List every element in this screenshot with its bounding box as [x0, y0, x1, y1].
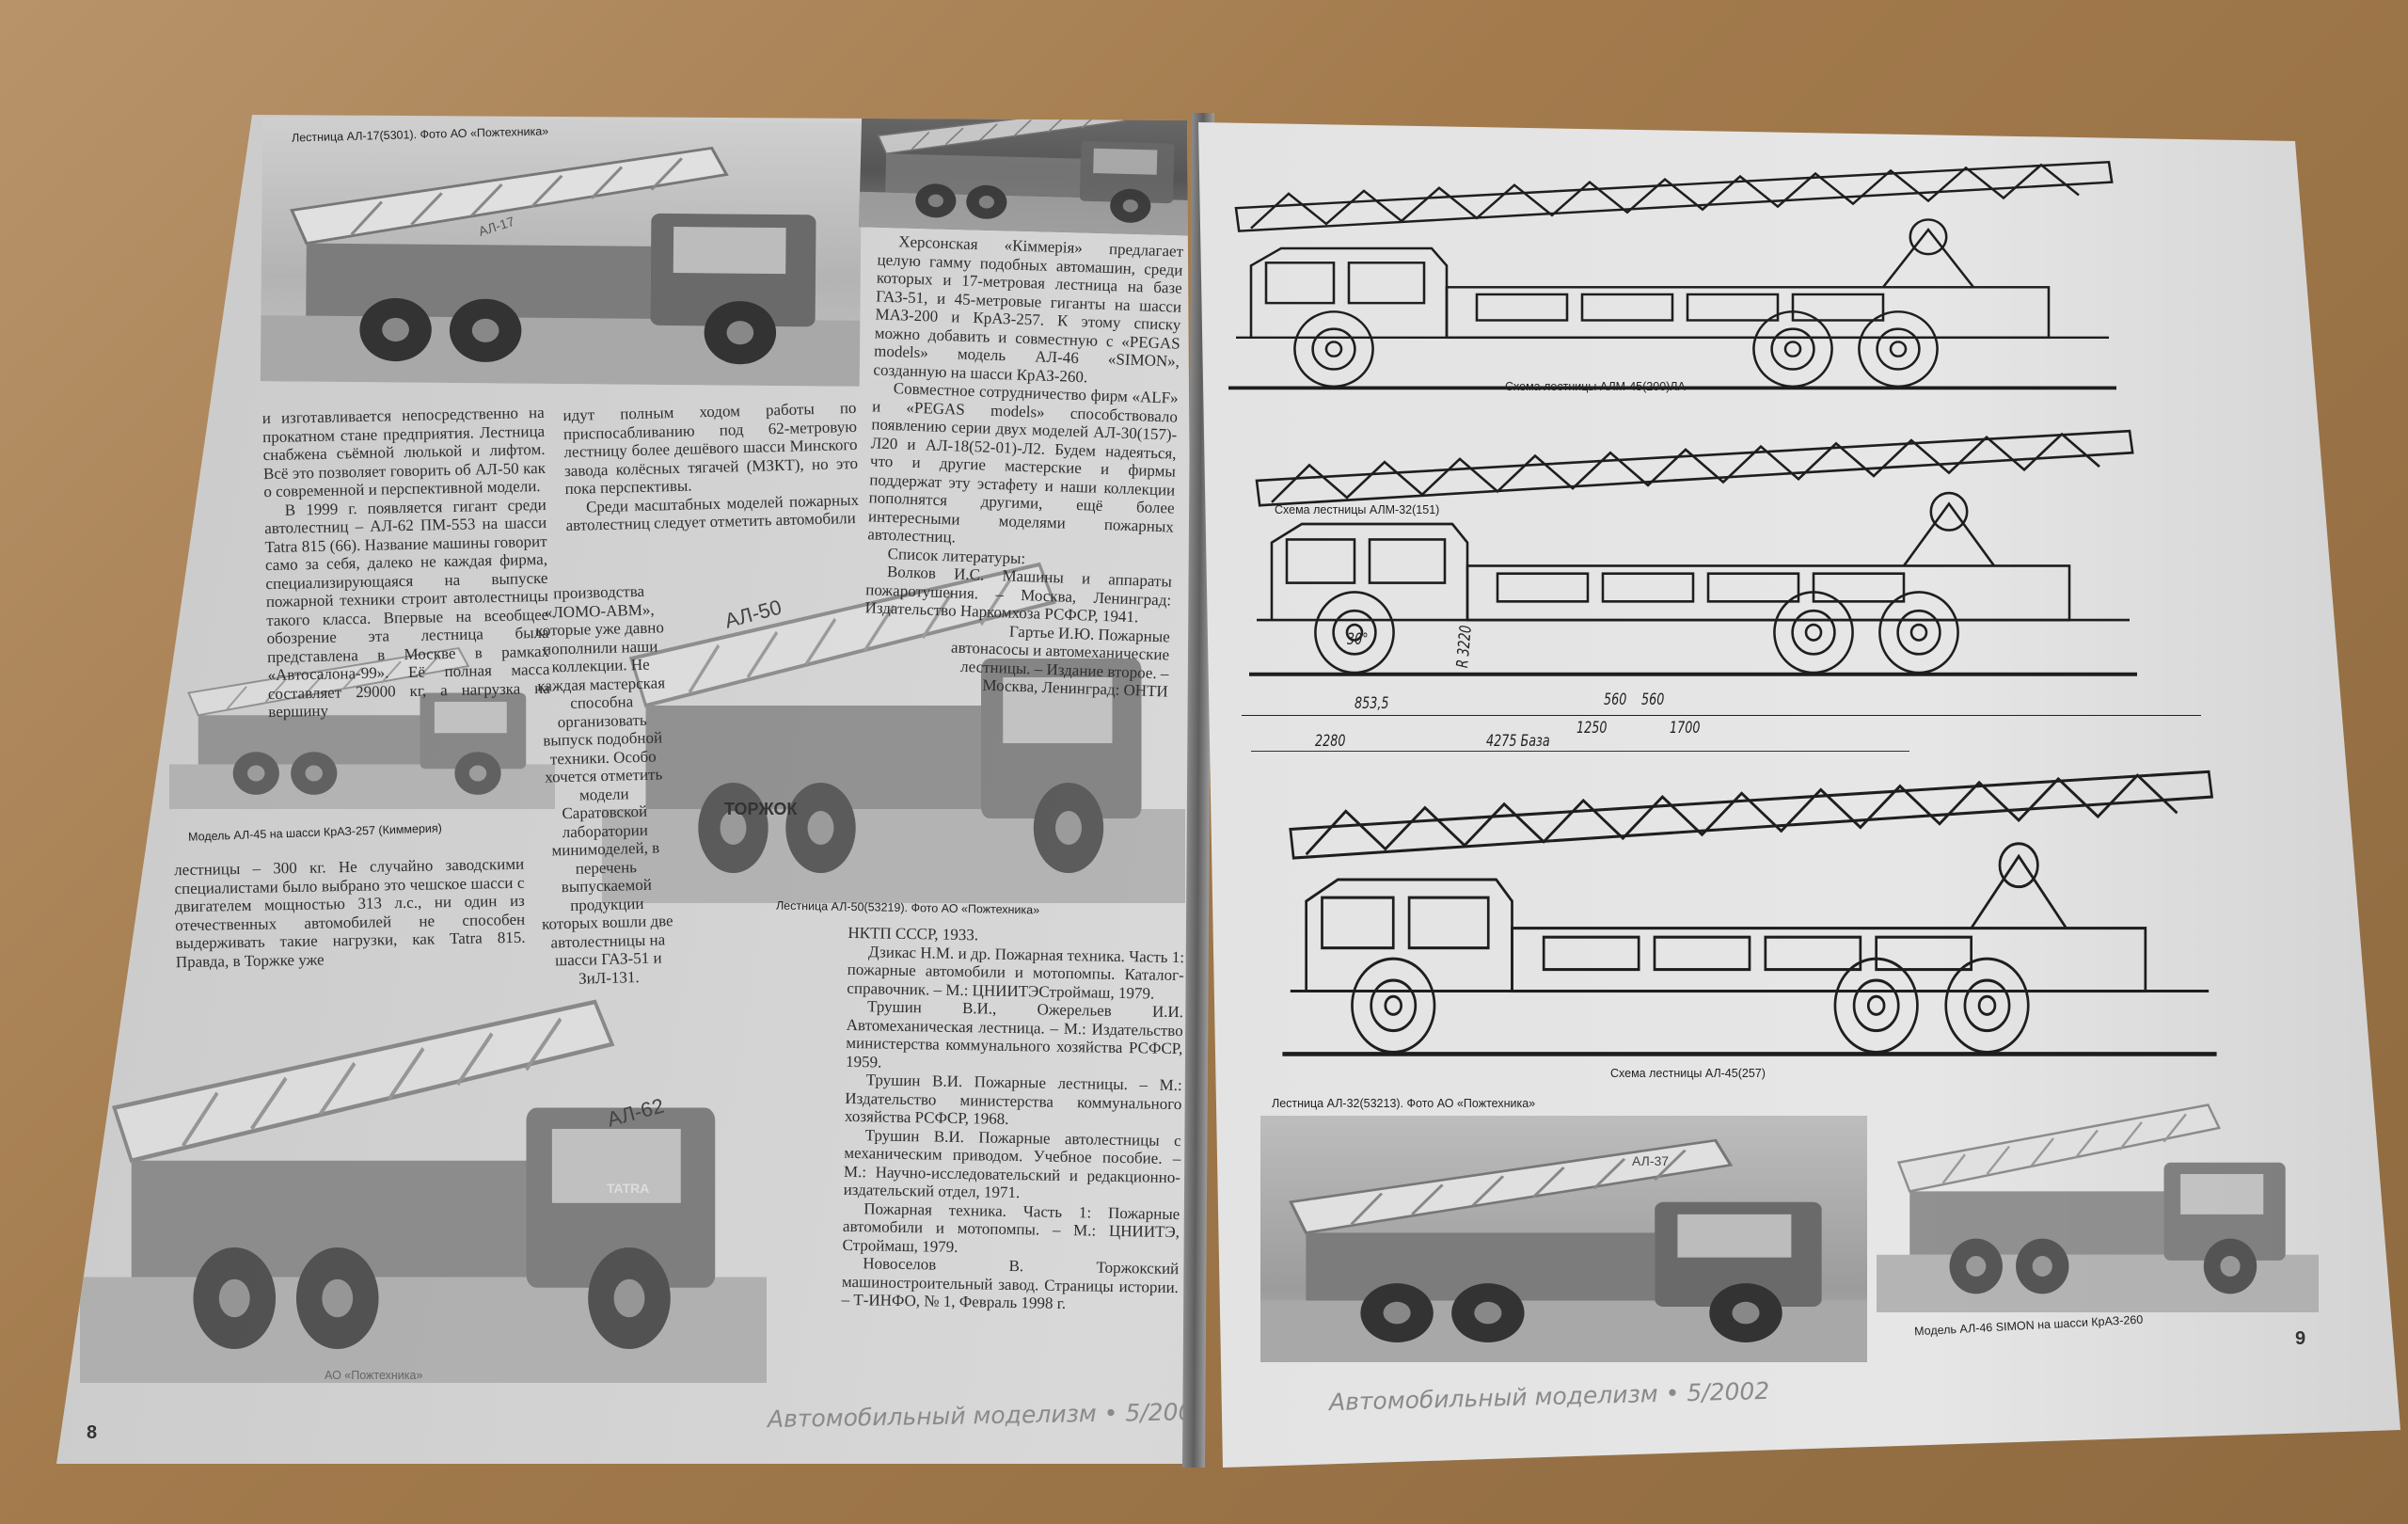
references-list: НКТП СССР, 1933. Дзикас Н.М. и др. Пожар…: [841, 924, 1184, 1315]
truck-marking-al37: АЛ-37: [1632, 1153, 1670, 1168]
page-number-left: 8: [87, 1422, 98, 1443]
photo-al30: [859, 86, 1201, 236]
diagram-alm32: [1242, 419, 2145, 682]
dim-560a: 560: [1604, 691, 1627, 709]
dim-front-overhang: 853,5: [1354, 694, 1389, 713]
paragraph: Среди масштабных моделей пожарных автоле…: [565, 490, 860, 535]
dimension-line: [1242, 715, 2201, 716]
reference: Гартье И.Ю. Пожарные автонасосы и автоме…: [950, 622, 1171, 701]
photo-al46-caption: Модель АЛ-46 SIMON на шасси КрАЗ-260: [1913, 1312, 2144, 1339]
truck-marking-tatra: TATRA: [607, 1181, 650, 1196]
photo-al32-caption: Лестница АЛ-32(53213). Фото АО «Пожтехни…: [1272, 1097, 1536, 1110]
text-column-1-top: и изготавливается непосредственно на про…: [262, 404, 551, 722]
paragraph: производства «ЛОМО-АВМ», которые уже дав…: [535, 581, 673, 988]
dimension-line: [1251, 751, 1909, 752]
photo-al50: АЛ-50 ТОРЖОК: [602, 527, 1185, 903]
paragraph: Херсонская «Кіммерія» предлагает целую г…: [873, 232, 1184, 386]
dim-1250: 1250: [1576, 719, 1608, 738]
dim-560b: 560: [1641, 691, 1665, 709]
dim-angle: 30°: [1347, 630, 1369, 649]
fire-truck-model-al46-image: [1877, 1082, 2319, 1312]
fire-truck-al62-image: [80, 960, 767, 1383]
page-footer-right: Автомобильный моделизм • 5/2002: [1328, 1376, 1770, 1417]
fire-truck-al32-image: [1260, 1116, 1867, 1362]
fire-truck-al30-image: [859, 86, 1201, 235]
reference: Пожарная техника. Часть 1: Пожарные авто…: [842, 1199, 1180, 1256]
page-number-right: 9: [2295, 1328, 2306, 1349]
diagram-alm45: [1221, 151, 2124, 395]
paragraph: и изготавливается непосредственно на про…: [261, 403, 547, 501]
reference: Трушин В.И., Ожерельев И.И. Автомеханиче…: [845, 997, 1184, 1072]
photo-al32: АЛ-37: [1260, 1116, 1867, 1362]
reference: Трушин В.И. Пожарные лестницы. – М.: Изд…: [844, 1071, 1182, 1128]
paragraph: лестницы – 300 кг. Не случайно заводским…: [174, 854, 526, 971]
fire-truck-al17-image: [261, 118, 862, 387]
reference: Волков И.С. Машины и аппараты пожаротуше…: [864, 563, 1173, 627]
diagram-al45: [1275, 757, 2225, 1063]
diagram-al45-caption: Схема лестницы АЛ-45(257): [1610, 1067, 1766, 1080]
photo-al17: АЛ-17: [260, 118, 863, 387]
reference: Дзикас Н.М. и др. Пожарная техника. Част…: [847, 942, 1185, 1003]
text-column-3: Херсонская «Кіммерія» предлагает целую г…: [863, 231, 1184, 701]
photo-al62-caption: АО «Пожтехника»: [325, 1369, 423, 1382]
diagram-alm45-caption: Схема лестницы АЛМ-45(200)ЛА: [1505, 380, 1686, 393]
photo-al30-caption: Лестница АЛ-30 на шасси Tatra. Фото АО «: [869, 90, 1105, 111]
paragraph: Совместное сотрудничество фирм «ALF» и «…: [867, 379, 1179, 547]
dim-wheelbase: 4275 База: [1486, 732, 1550, 751]
text-column-narrow: производства «ЛОМО-АВМ», которые уже дав…: [532, 581, 674, 989]
diagram-alm32-caption: Схема лестницы АЛМ-32(151): [1275, 503, 1440, 516]
paragraph: В 1999 г. появляется гигант среди автоле…: [264, 495, 551, 722]
dim-radius: R 3220: [1453, 624, 1476, 669]
photo-al46-model: [1877, 1082, 2319, 1312]
photo-al45-caption: Модель АЛ-45 на шасси КрАЗ-257 (Киммерия…: [187, 821, 443, 844]
truck-marking-torzhok: ТОРЖОК: [724, 800, 798, 818]
page-footer-left: Автомобильный моделизм • 5/2002: [767, 1397, 1209, 1434]
truck-schematic-alm45: [1221, 151, 2124, 395]
truck-schematic-alm32: [1242, 419, 2145, 682]
text-column-1-bottom: лестницы – 300 кг. Не случайно заводским…: [174, 855, 526, 971]
reference: Трушин В.И. Пожарные автолестницы с меха…: [843, 1125, 1181, 1202]
photo-al62-tatra: АЛ-62 TATRA: [80, 960, 767, 1383]
dim-1700: 1700: [1670, 719, 1701, 738]
paragraph: идут полным ходом работы по приспосаблив…: [562, 398, 859, 499]
reference: Новоселов В. Торжокский машиностроительн…: [841, 1254, 1180, 1313]
truck-schematic-al45: [1275, 757, 2225, 1063]
text-column-2-top: идут полным ходом работы по приспосаблив…: [562, 399, 859, 535]
dim-overall-front: 2280: [1315, 732, 1346, 751]
